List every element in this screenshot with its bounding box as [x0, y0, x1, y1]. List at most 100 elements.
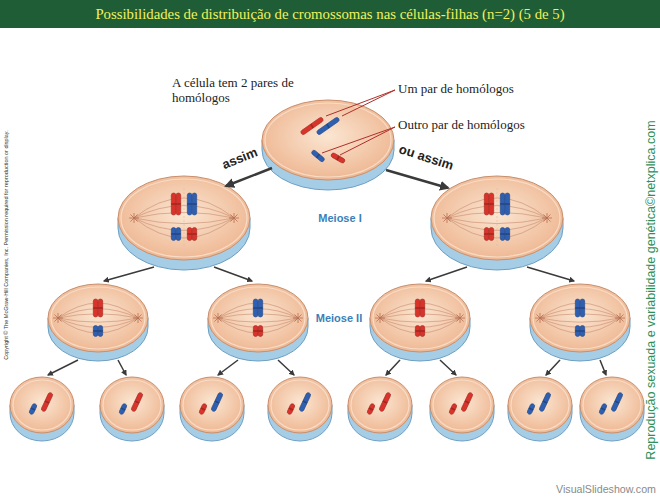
chromosome [299, 392, 312, 412]
arrow [386, 170, 448, 188]
aster [214, 318, 218, 322]
chromosome [527, 403, 536, 415]
cell-surface [508, 377, 572, 433]
cell-surface [100, 377, 164, 433]
aster [294, 318, 298, 322]
centromere [451, 407, 456, 410]
cell [100, 377, 164, 441]
cell-membrane [433, 380, 491, 430]
chromatid [199, 403, 208, 415]
centromere [45, 400, 50, 403]
aster [543, 218, 547, 222]
chromatid [211, 392, 224, 412]
centromere [383, 400, 388, 403]
centromere [303, 400, 308, 403]
annotation: A célula tem 2 pares de homólogos [172, 76, 294, 106]
centromere [310, 124, 314, 129]
centromere [575, 330, 585, 332]
aster [543, 214, 547, 218]
annotation: Um par de homólogos [398, 82, 514, 97]
arrow-label: ou assim [397, 142, 455, 174]
cell-membrane [373, 287, 467, 349]
cell [262, 100, 394, 190]
centromere [336, 156, 340, 161]
cell [431, 176, 563, 270]
centromere [187, 233, 197, 235]
cell-membrane [211, 287, 305, 349]
centromere [575, 307, 585, 309]
cell [118, 176, 250, 270]
arrow [278, 360, 294, 375]
cell-surface [580, 377, 644, 433]
arrow [226, 168, 272, 186]
centromere [31, 407, 36, 410]
centromere [465, 400, 470, 403]
chromosome [500, 228, 510, 241]
chromosome [379, 392, 392, 412]
chromosome [187, 228, 197, 241]
spindle-fiber [58, 318, 138, 333]
cell [530, 284, 630, 361]
cell-surface [268, 377, 332, 433]
centromere [215, 400, 220, 403]
centromere [93, 330, 103, 332]
aster [376, 314, 380, 318]
chromosome [575, 326, 585, 337]
cell-membrane [434, 179, 560, 257]
cell [208, 284, 308, 361]
aster [218, 318, 222, 322]
cell-membrane [183, 380, 241, 430]
centromere [93, 307, 103, 309]
chromatid [449, 403, 458, 415]
chromosome [367, 403, 376, 415]
chromatid [367, 403, 376, 415]
centromere [171, 203, 181, 205]
aster [134, 314, 138, 318]
centromere [369, 407, 374, 410]
aster [294, 314, 298, 318]
aster [540, 314, 544, 318]
chromosome [461, 392, 474, 412]
centromere [171, 233, 181, 235]
aster [138, 314, 142, 318]
cell [268, 377, 332, 441]
arrow-label: assim [220, 145, 260, 173]
centromere [187, 203, 197, 205]
cell [48, 284, 148, 361]
chromatid [527, 403, 536, 415]
chromosome [330, 152, 345, 163]
chromosome [484, 193, 494, 215]
chromatid [29, 403, 38, 415]
aster [298, 314, 302, 318]
arrow [440, 360, 456, 375]
aster [460, 314, 464, 318]
cell [180, 377, 244, 441]
chromatid [287, 403, 296, 415]
chromatid [119, 403, 128, 415]
aster [447, 214, 451, 218]
centromere [500, 233, 510, 235]
cell-surface [370, 284, 470, 352]
aster [298, 318, 302, 322]
centromere [543, 400, 548, 403]
chromosome [484, 228, 494, 241]
metaphase-plate [184, 188, 185, 248]
aster [218, 314, 222, 318]
cell-membrane [271, 380, 329, 430]
aster [547, 218, 551, 222]
cell-membrane [13, 380, 71, 430]
aster [130, 214, 134, 218]
spindle-fiber [540, 318, 620, 322]
aster [616, 318, 620, 322]
spindle-fiber [380, 318, 460, 322]
spindle-fiber [380, 318, 460, 333]
cell-membrane [583, 380, 641, 430]
spindle-fiber [218, 318, 298, 322]
chromatid [611, 392, 624, 412]
leader-line [340, 127, 395, 155]
leader-line [322, 127, 395, 153]
centromere [615, 400, 620, 403]
centromere [529, 407, 534, 410]
aster [376, 318, 380, 322]
